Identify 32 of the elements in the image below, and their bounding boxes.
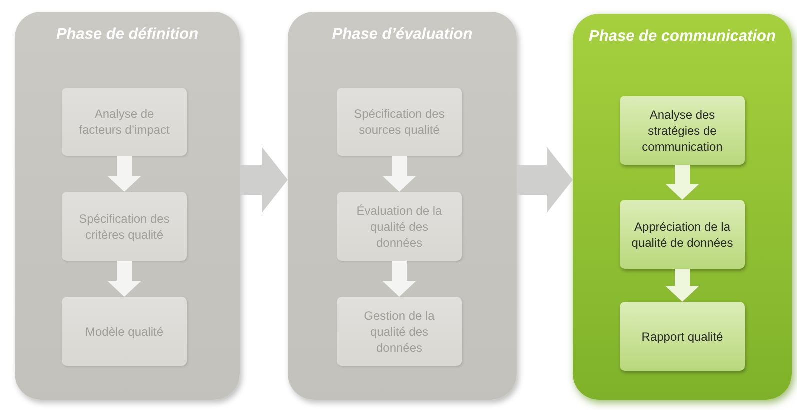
box-label: Analyse des stratégies de communication (641, 106, 724, 154)
block-arrow (666, 269, 700, 302)
box-label: Spécification des sources qualité (353, 106, 446, 138)
process-box (620, 96, 745, 165)
block-arrow (108, 261, 142, 297)
phase-title: Phase de définition (55, 26, 200, 44)
box-label: Modèle qualité (84, 324, 165, 340)
box-label: Spécification des critères qualité (78, 210, 171, 242)
box-label: Rapport qualité (640, 328, 724, 344)
process-box (620, 302, 745, 371)
phase-title: Phase d’évaluation (331, 26, 474, 44)
box-label: Appréciation de la qualité de données (630, 218, 734, 250)
block-arrow (382, 156, 416, 192)
phase-panel (15, 12, 240, 400)
box-label: Analyse de facteurs d’impact (78, 106, 171, 138)
phase-panel (573, 14, 792, 400)
process-box (62, 192, 187, 261)
block-arrow (517, 147, 573, 213)
box-label: Gestion de la qualité des données (363, 308, 436, 356)
process-box (337, 88, 462, 156)
process-box (620, 200, 745, 269)
box-label: Évaluation de la qualité des données (356, 202, 444, 250)
process-box (62, 88, 187, 156)
block-arrow (108, 156, 142, 192)
process-box (337, 192, 462, 261)
block-arrow (382, 261, 416, 297)
phase-title: Phase de communication (588, 28, 777, 46)
process-box (62, 297, 187, 366)
block-arrow (240, 147, 288, 213)
block-arrow (666, 165, 700, 200)
phase-panel (288, 12, 517, 400)
process-box (337, 297, 462, 366)
